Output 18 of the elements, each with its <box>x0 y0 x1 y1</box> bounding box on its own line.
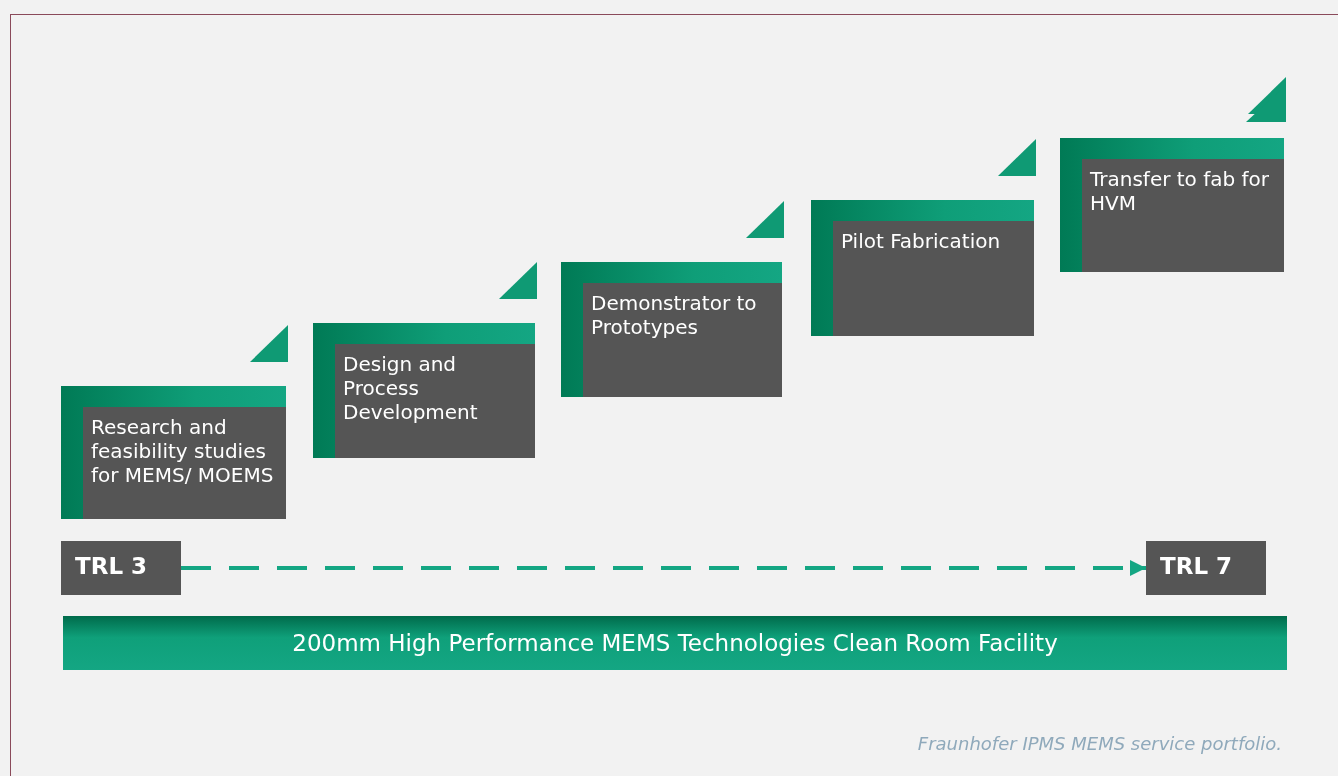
level-label: TRL 7 <box>1160 553 1233 579</box>
step-box <box>313 323 535 458</box>
level-box <box>61 541 181 595</box>
step-label: Design and Process Development <box>343 352 479 424</box>
step-box <box>61 386 286 519</box>
step-label: Demonstrator to Prototypes <box>591 291 758 339</box>
caption: Fraunhofer IPMS MEMS service portfolio. <box>917 733 1282 754</box>
step-box <box>1060 138 1284 272</box>
dashed-arrow <box>181 560 1146 576</box>
level-box <box>1146 541 1266 595</box>
facility-bar <box>63 616 1287 670</box>
facility-label: 200mm High Performance MEMS Technologies Clean Room Facility <box>292 630 1058 656</box>
step-label: Pilot Fabrication <box>841 229 1002 253</box>
step-label: Transfer to fab for HVM <box>1090 167 1271 215</box>
step-label: Research and feasibility studies for MEMS/ MOEMS <box>91 415 275 487</box>
step-box <box>811 200 1034 336</box>
step-box <box>561 262 782 397</box>
level-label: TRL 3 <box>75 553 148 579</box>
